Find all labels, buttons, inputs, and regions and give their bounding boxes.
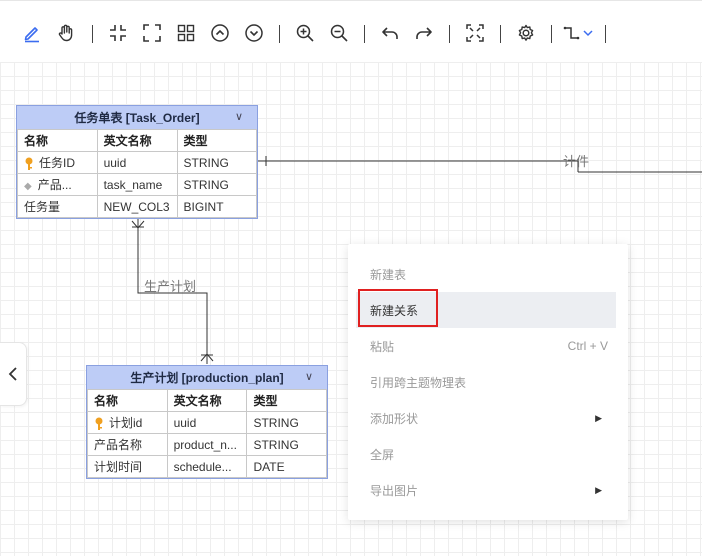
highlight-box — [358, 289, 438, 327]
menu-item-label: 新建表 — [370, 267, 407, 282]
column-header: 英文名称 — [96, 129, 178, 152]
chevron-down-icon[interactable]: ∨ — [234, 111, 243, 123]
entity-fields-table: 名称 英文名称 类型 任务ID uuid STRING ◆ 产品... task_… — [17, 129, 258, 218]
entity-header[interactable]: 生产计划 [production_plan] ∨ — [87, 366, 327, 389]
field-name: 任务ID — [39, 156, 76, 170]
menu-item-label: 引用跨主题物理表 — [370, 375, 467, 390]
entity-task-order[interactable]: 任务单表 [Task_Order] ∨ 名称 英文名称 类型 任务ID uuid… — [16, 105, 258, 219]
menu-item-reference-table[interactable]: 引用跨主题物理表 — [356, 364, 616, 400]
redo-icon[interactable] — [410, 19, 438, 47]
diamond-icon: ◆ — [24, 181, 32, 192]
column-header: 名称 — [17, 129, 98, 152]
connector-style-icon[interactable] — [560, 19, 598, 47]
field-name: 产品... — [37, 178, 72, 192]
table-row[interactable]: 计划时间 schedule... DATE — [87, 455, 327, 478]
table-row[interactable]: 计划id uuid STRING — [87, 411, 327, 434]
field-en-name: product_n... — [166, 433, 248, 456]
key-icon — [25, 157, 33, 170]
toolbar-separator — [449, 25, 450, 43]
column-header: 名称 — [87, 389, 168, 412]
entity-production-plan[interactable]: 生产计划 [production_plan] ∨ 名称 英文名称 类型 计划id… — [86, 365, 328, 479]
field-type: STRING — [246, 411, 327, 434]
toolbar-separator — [500, 25, 501, 43]
entity-title: 任务单表 [Task_Order] — [74, 111, 200, 125]
relation-label[interactable]: 计件 — [563, 154, 590, 169]
column-header: 英文名称 — [166, 389, 248, 412]
menu-item-label: 添加形状 — [370, 411, 419, 426]
menu-item-label: 全屏 — [370, 447, 395, 462]
sidebar-toggle-button[interactable] — [0, 342, 27, 406]
chevron-left-icon — [8, 367, 17, 381]
entity-header[interactable]: 任务单表 [Task_Order] ∨ — [17, 106, 257, 129]
table-header-row: 名称 英文名称 类型 — [17, 129, 258, 152]
toolbar-separator — [551, 25, 552, 43]
table-row[interactable]: 产品名称 product_n... STRING — [87, 433, 327, 456]
toolbar-separator — [605, 25, 606, 43]
field-en-name: uuid — [96, 151, 178, 174]
table-row[interactable]: 任务ID uuid STRING — [17, 151, 258, 174]
field-type: STRING — [176, 151, 258, 174]
chevron-right-icon: ▶ — [595, 412, 602, 423]
key-icon — [95, 417, 103, 430]
field-name: 计划id — [109, 416, 143, 430]
toolbar — [0, 0, 702, 63]
fit-screen-icon[interactable] — [461, 19, 489, 47]
menu-item-paste[interactable]: 粘贴 Ctrl + V — [356, 328, 616, 364]
toolbar-separator — [364, 25, 365, 43]
field-name: 任务量 — [17, 195, 98, 218]
menu-item-new-relation[interactable]: 新建关系 — [356, 292, 616, 328]
field-type: DATE — [246, 455, 327, 478]
gear-icon[interactable] — [512, 19, 540, 47]
table-header-row: 名称 英文名称 类型 — [87, 389, 327, 412]
chevron-right-icon: ▶ — [595, 484, 602, 495]
field-type: STRING — [246, 433, 327, 456]
field-type: STRING — [176, 173, 258, 196]
field-en-name: task_name — [96, 173, 178, 196]
menu-item-label: 新建关系 — [370, 303, 419, 318]
menu-item-fullscreen[interactable]: 全屏 — [356, 436, 616, 472]
menu-item-export-image[interactable]: 导出图片 ▶ — [356, 472, 616, 508]
shortcut-label: Ctrl + V — [567, 339, 608, 353]
field-type: BIGINT — [176, 195, 258, 218]
entity-fields-table: 名称 英文名称 类型 计划id uuid STRING 产品名称 product… — [87, 389, 327, 478]
menu-item-add-shape[interactable]: 添加形状 ▶ — [356, 400, 616, 436]
table-row[interactable]: ◆ 产品... task_name STRING — [17, 173, 258, 196]
field-name: 计划时间 — [87, 455, 168, 478]
arrow-up-circle-icon[interactable] — [206, 19, 234, 47]
column-header: 类型 — [246, 389, 327, 412]
arrow-down-circle-icon[interactable] — [240, 19, 268, 47]
chevron-down-icon[interactable]: ∨ — [304, 371, 313, 383]
toolbar-separator — [92, 25, 93, 43]
menu-item-label: 导出图片 — [370, 483, 419, 498]
zoom-in-icon[interactable] — [291, 19, 319, 47]
context-menu: 新建表 新建关系 粘贴 Ctrl + V 引用跨主题物理表 添加形状 ▶ 全屏 导出… — [348, 244, 628, 520]
undo-icon[interactable] — [376, 19, 404, 47]
field-name: 产品名称 — [87, 433, 168, 456]
zoom-out-icon[interactable] — [325, 19, 353, 47]
hand-icon[interactable] — [52, 19, 80, 47]
column-header: 类型 — [176, 129, 258, 152]
table-row[interactable]: 任务量 NEW_COL3 BIGINT — [17, 195, 258, 218]
field-en-name: uuid — [166, 411, 248, 434]
menu-item-label: 粘贴 — [370, 339, 395, 354]
field-en-name: schedule... — [166, 455, 248, 478]
menu-item-new-table[interactable]: 新建表 — [356, 256, 616, 292]
entity-title: 生产计划 [production_plan] — [130, 371, 284, 385]
collapse-icon[interactable] — [104, 19, 132, 47]
pen-icon[interactable] — [18, 19, 46, 47]
layout-grid-icon[interactable] — [172, 19, 200, 47]
toolbar-separator — [279, 25, 280, 43]
expand-icon[interactable] — [138, 19, 166, 47]
relation-label[interactable]: 生产计划 — [144, 279, 197, 294]
field-en-name: NEW_COL3 — [96, 195, 178, 218]
